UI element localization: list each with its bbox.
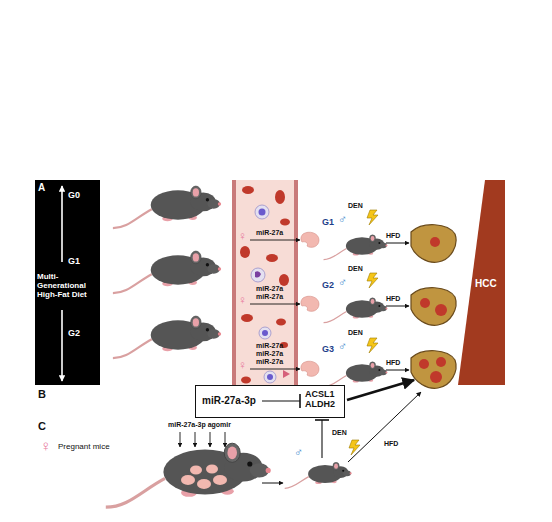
generation-label: G0 <box>68 190 80 200</box>
pregnant-mouse <box>106 443 271 507</box>
female-symbol: ♀ <box>238 230 247 244</box>
mouse-g1 <box>113 251 221 293</box>
male-mouse <box>324 235 388 260</box>
transfer-arrow <box>250 240 300 241</box>
diet-label: HFD <box>386 295 400 303</box>
injection-arrow <box>225 432 226 447</box>
transfer-arrow <box>250 304 300 305</box>
lightning-symbol <box>367 210 378 225</box>
inhibition-bar <box>315 419 329 421</box>
vessel-wall <box>294 180 298 385</box>
embryo <box>301 361 319 376</box>
treatment-label: DEN <box>348 265 363 273</box>
treatment-label: DEN <box>348 202 363 210</box>
treatment-label: DEN <box>332 429 347 437</box>
treatment-label: DEN <box>348 329 363 337</box>
hcc-label: HCC <box>475 278 497 290</box>
hfd-arrow <box>386 243 409 244</box>
vessel-lumen <box>232 180 298 385</box>
embryo <box>301 232 319 247</box>
inhibition-bar <box>299 394 301 408</box>
gene-label: ACSL1 ALDH2 <box>305 389 339 410</box>
generation-label: G3 <box>322 344 334 354</box>
generation-label: G1 <box>322 217 334 227</box>
mouse-g2 <box>113 316 221 358</box>
panel-letter: A <box>38 182 45 194</box>
mirna-label: miR-27a <box>256 358 283 366</box>
hcc-wedge: HCC <box>458 180 505 385</box>
mirna-label: miR-27a <box>256 229 283 237</box>
generation-label: G2 <box>322 280 334 290</box>
wedge-fill <box>458 180 505 385</box>
generation-band: A G0G1Multi-Generational High-Fat DietG2 <box>35 180 100 385</box>
male-symbol: ♂ <box>338 213 347 227</box>
injection-arrow <box>180 432 181 447</box>
injection-arrow <box>210 432 211 447</box>
transfer-arrow <box>250 369 300 370</box>
generation-arrow <box>61 186 63 262</box>
inhibition-line <box>321 420 322 458</box>
lightning-symbol <box>367 338 378 353</box>
diet-label: HFD <box>386 232 400 240</box>
mirna-label: miR-27a <box>256 350 283 358</box>
mechanism-box: miR-27a-3p ACSL1 ALDH2 <box>195 385 345 418</box>
hfd-arrow <box>386 370 409 371</box>
lightning-symbol <box>349 440 360 455</box>
diet-label: HFD <box>386 359 400 367</box>
male-symbol: ♂ <box>338 340 347 354</box>
generation-arrow <box>61 310 63 381</box>
female-symbol: ♀ <box>40 437 51 454</box>
generation-label: G1 <box>68 256 80 266</box>
male-symbol: ♂ <box>338 276 347 290</box>
caption-text: Pregnant mice <box>58 442 110 451</box>
liver-tumor <box>411 351 456 389</box>
lightning-symbol <box>367 273 378 288</box>
treatment-label: miR-27a-3p agomir <box>168 421 231 429</box>
male-mouse <box>324 298 388 323</box>
hfd-arrow <box>386 306 409 307</box>
injection-arrow <box>195 432 196 447</box>
embryo <box>301 296 319 311</box>
generation-label: G2 <box>68 328 80 338</box>
liver-tumor <box>411 288 456 326</box>
male-symbol: ♂ <box>294 446 303 460</box>
panel-letter: B <box>38 388 46 401</box>
male-mouse <box>324 362 388 387</box>
vessel-wall <box>232 180 236 385</box>
panel-letter: C <box>38 420 46 433</box>
female-symbol: ♀ <box>238 359 247 373</box>
blood-vessel <box>232 180 298 385</box>
offspring-arrow <box>262 483 283 484</box>
mirna-label: miR-27a <box>256 293 283 301</box>
hfd-arrow <box>348 392 421 462</box>
diet-label: HFD <box>384 440 398 448</box>
liver-tumor <box>411 225 456 263</box>
mouse-g0 <box>113 186 221 228</box>
female-symbol: ♀ <box>238 294 247 308</box>
band-title: Multi-Generational High-Fat Diet <box>37 272 100 300</box>
promotes-arrow <box>347 380 414 400</box>
mirna-label: miR-27a <box>256 342 283 350</box>
male-mouse <box>285 462 352 488</box>
mirna-label: miR-27a <box>256 285 283 293</box>
inhibition-line <box>262 400 300 401</box>
mirna-label: miR-27a-3p <box>202 395 256 407</box>
